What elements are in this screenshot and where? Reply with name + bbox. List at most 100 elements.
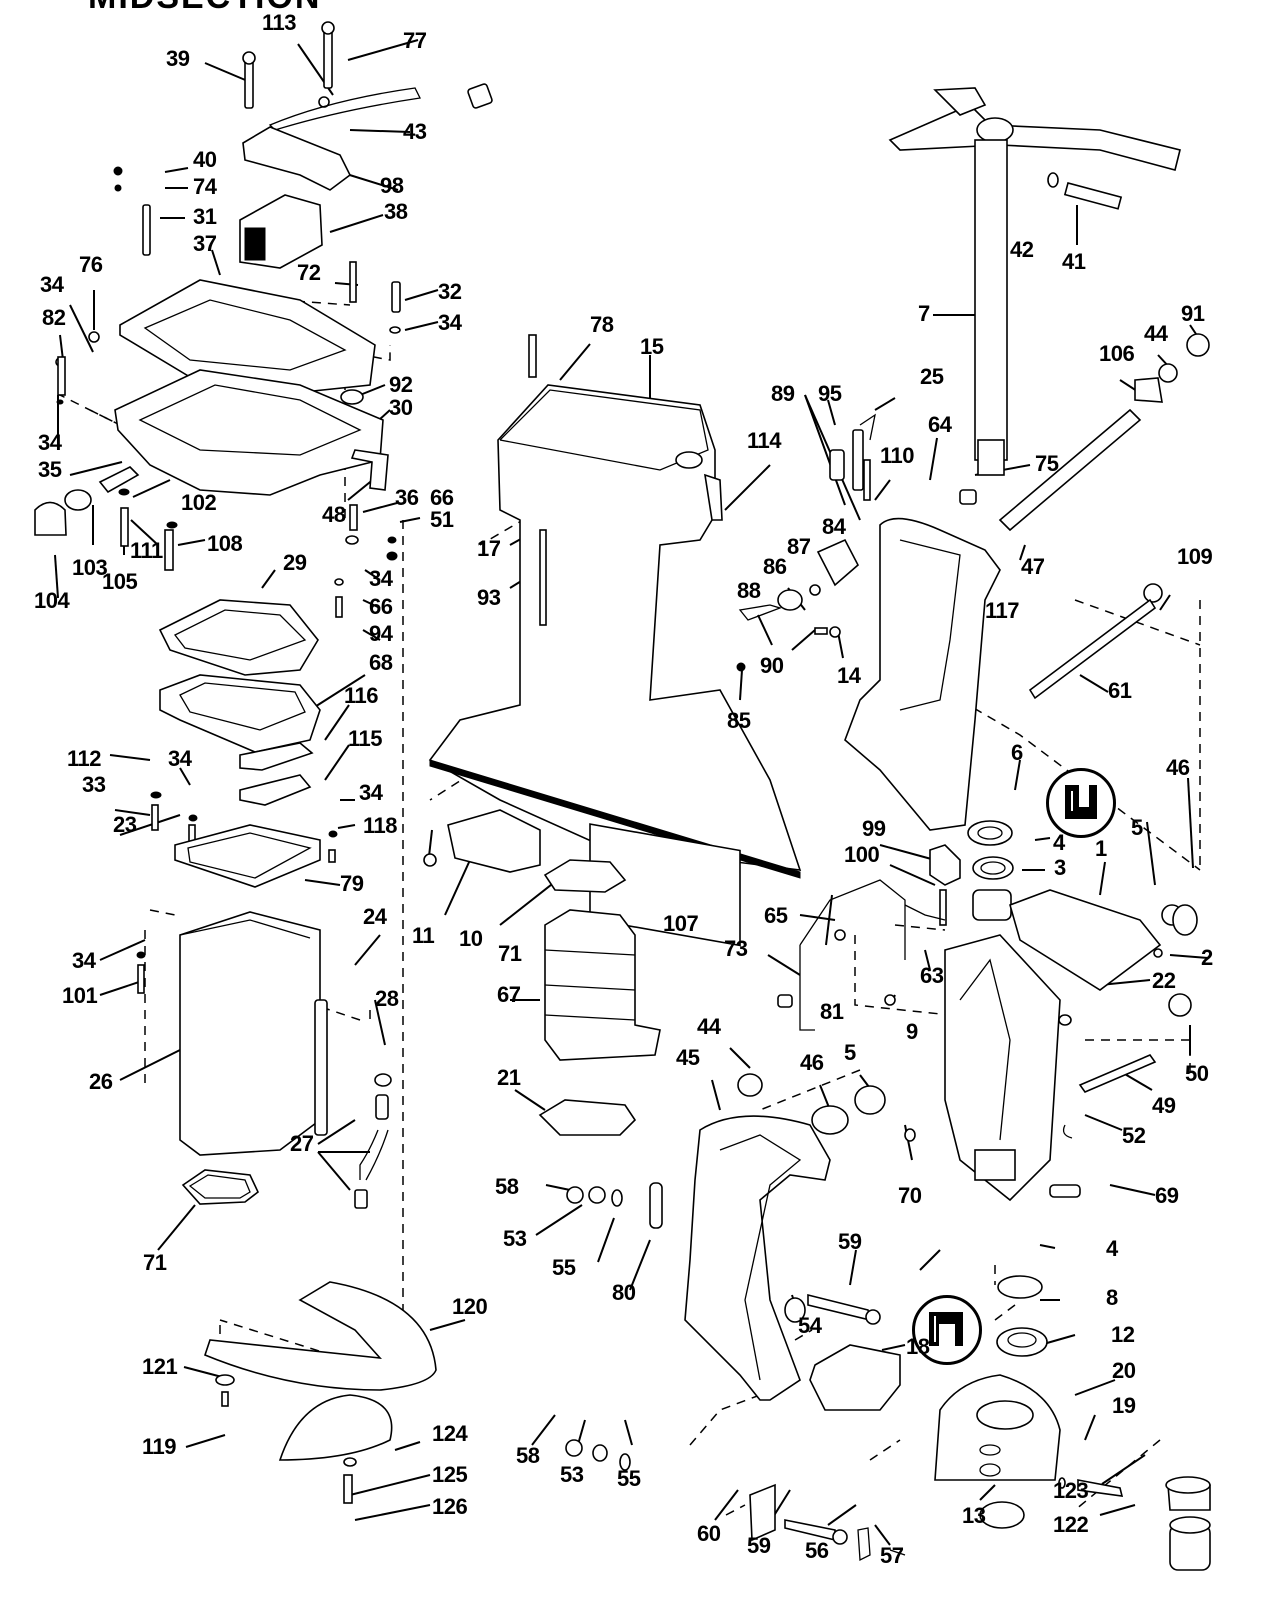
diagram-title: MIDSECTION xyxy=(88,0,321,17)
callout-44: 44 xyxy=(1144,321,1168,346)
callout-6: 6 xyxy=(1011,740,1023,765)
callout-23: 23 xyxy=(113,812,137,837)
callout-73: 73 xyxy=(724,936,748,961)
callout-15: 15 xyxy=(640,334,664,359)
callout-109: 109 xyxy=(1177,544,1213,569)
callout-14: 14 xyxy=(837,663,861,688)
callout-5: 5 xyxy=(844,1040,856,1065)
callout-124: 124 xyxy=(432,1421,468,1446)
callout-53: 53 xyxy=(503,1226,527,1251)
callout-40: 40 xyxy=(193,147,217,172)
callout-91: 91 xyxy=(1181,301,1205,326)
callout-58: 58 xyxy=(495,1174,519,1199)
callout-81: 81 xyxy=(820,999,844,1024)
callout-34: 34 xyxy=(168,746,192,771)
callout-46: 46 xyxy=(1166,755,1190,780)
callout-86: 86 xyxy=(763,554,787,579)
callout-26: 26 xyxy=(89,1069,113,1094)
callout-39: 39 xyxy=(166,46,190,71)
callout-54: 54 xyxy=(798,1313,822,1338)
callout-66: 66 xyxy=(430,485,454,510)
callout-99: 99 xyxy=(862,816,886,841)
callout-13: 13 xyxy=(962,1503,986,1528)
callout-110: 110 xyxy=(880,443,915,468)
callout-94: 94 xyxy=(369,621,393,646)
callout-9: 9 xyxy=(906,1019,918,1044)
callout-72: 72 xyxy=(297,260,321,285)
callout-116: 116 xyxy=(344,683,379,708)
callout-47: 47 xyxy=(1021,554,1045,579)
callout-49: 49 xyxy=(1152,1093,1176,1118)
callout-103: 103 xyxy=(72,555,108,580)
callout-8: 8 xyxy=(1106,1285,1118,1310)
callout-95: 95 xyxy=(818,381,842,406)
callout-34: 34 xyxy=(40,272,64,297)
callout-84: 84 xyxy=(822,514,846,539)
callout-111: 111 xyxy=(130,538,163,563)
callout-20: 20 xyxy=(1112,1358,1136,1383)
callout-58: 58 xyxy=(516,1443,540,1468)
callout-2: 2 xyxy=(1201,945,1213,970)
callout-92: 92 xyxy=(389,372,413,397)
callout-100: 100 xyxy=(844,842,880,867)
callout-118: 118 xyxy=(363,813,398,838)
callout-85: 85 xyxy=(727,708,751,733)
callout-45: 45 xyxy=(676,1045,700,1070)
callout-35: 35 xyxy=(38,457,62,482)
callout-107: 107 xyxy=(663,911,699,936)
callout-104: 104 xyxy=(34,588,70,613)
callout-52: 52 xyxy=(1122,1123,1146,1148)
callout-57: 57 xyxy=(880,1543,904,1568)
callout-119: 119 xyxy=(142,1434,177,1459)
callout-30: 30 xyxy=(389,395,413,420)
callout-60: 60 xyxy=(697,1521,721,1546)
callout-28: 28 xyxy=(375,986,399,1011)
callout-5: 5 xyxy=(1131,815,1143,840)
callout-123: 123 xyxy=(1053,1478,1089,1503)
callout-120: 120 xyxy=(452,1294,488,1319)
callout-71: 71 xyxy=(143,1250,167,1275)
seal-lip-down-icon xyxy=(912,1295,982,1365)
callout-38: 38 xyxy=(384,199,408,224)
callout-4: 4 xyxy=(1106,1236,1118,1261)
callout-50: 50 xyxy=(1185,1061,1209,1086)
callout-34: 34 xyxy=(369,566,393,591)
callout-105: 105 xyxy=(102,569,138,594)
callout-117: 117 xyxy=(985,598,1020,623)
callout-37: 37 xyxy=(193,231,217,256)
callout-59: 59 xyxy=(747,1533,771,1558)
callout-24: 24 xyxy=(363,904,387,929)
callout-122: 122 xyxy=(1053,1512,1089,1537)
callout-22: 22 xyxy=(1152,968,1176,993)
callout-82: 82 xyxy=(42,305,66,330)
callout-89: 89 xyxy=(771,381,795,406)
callout-90: 90 xyxy=(760,653,784,678)
callout-55: 55 xyxy=(617,1466,641,1491)
callout-69: 69 xyxy=(1155,1183,1179,1208)
callout-53: 53 xyxy=(560,1462,584,1487)
callout-98: 98 xyxy=(380,173,404,198)
callout-7: 7 xyxy=(918,301,930,326)
callout-41: 41 xyxy=(1062,249,1086,274)
callout-29: 29 xyxy=(283,550,307,575)
callout-34: 34 xyxy=(38,430,62,455)
callout-31: 31 xyxy=(193,204,217,229)
callout-25: 25 xyxy=(920,364,944,389)
callout-33: 33 xyxy=(82,772,106,797)
callout-48: 48 xyxy=(322,502,346,527)
callout-78: 78 xyxy=(590,312,614,337)
callout-11: 11 xyxy=(412,923,435,948)
callout-79: 79 xyxy=(340,871,364,896)
callout-74: 74 xyxy=(193,174,217,199)
callout-64: 64 xyxy=(928,412,952,437)
callout-67: 67 xyxy=(497,982,521,1007)
callout-44: 44 xyxy=(697,1014,721,1039)
callout-71: 71 xyxy=(498,941,522,966)
callout-10: 10 xyxy=(459,926,483,951)
callout-126: 126 xyxy=(432,1494,468,1519)
callout-51: 51 xyxy=(430,507,454,532)
callout-75: 75 xyxy=(1035,451,1059,476)
callout-113: 113 xyxy=(262,10,297,35)
callout-112: 112 xyxy=(67,746,102,771)
